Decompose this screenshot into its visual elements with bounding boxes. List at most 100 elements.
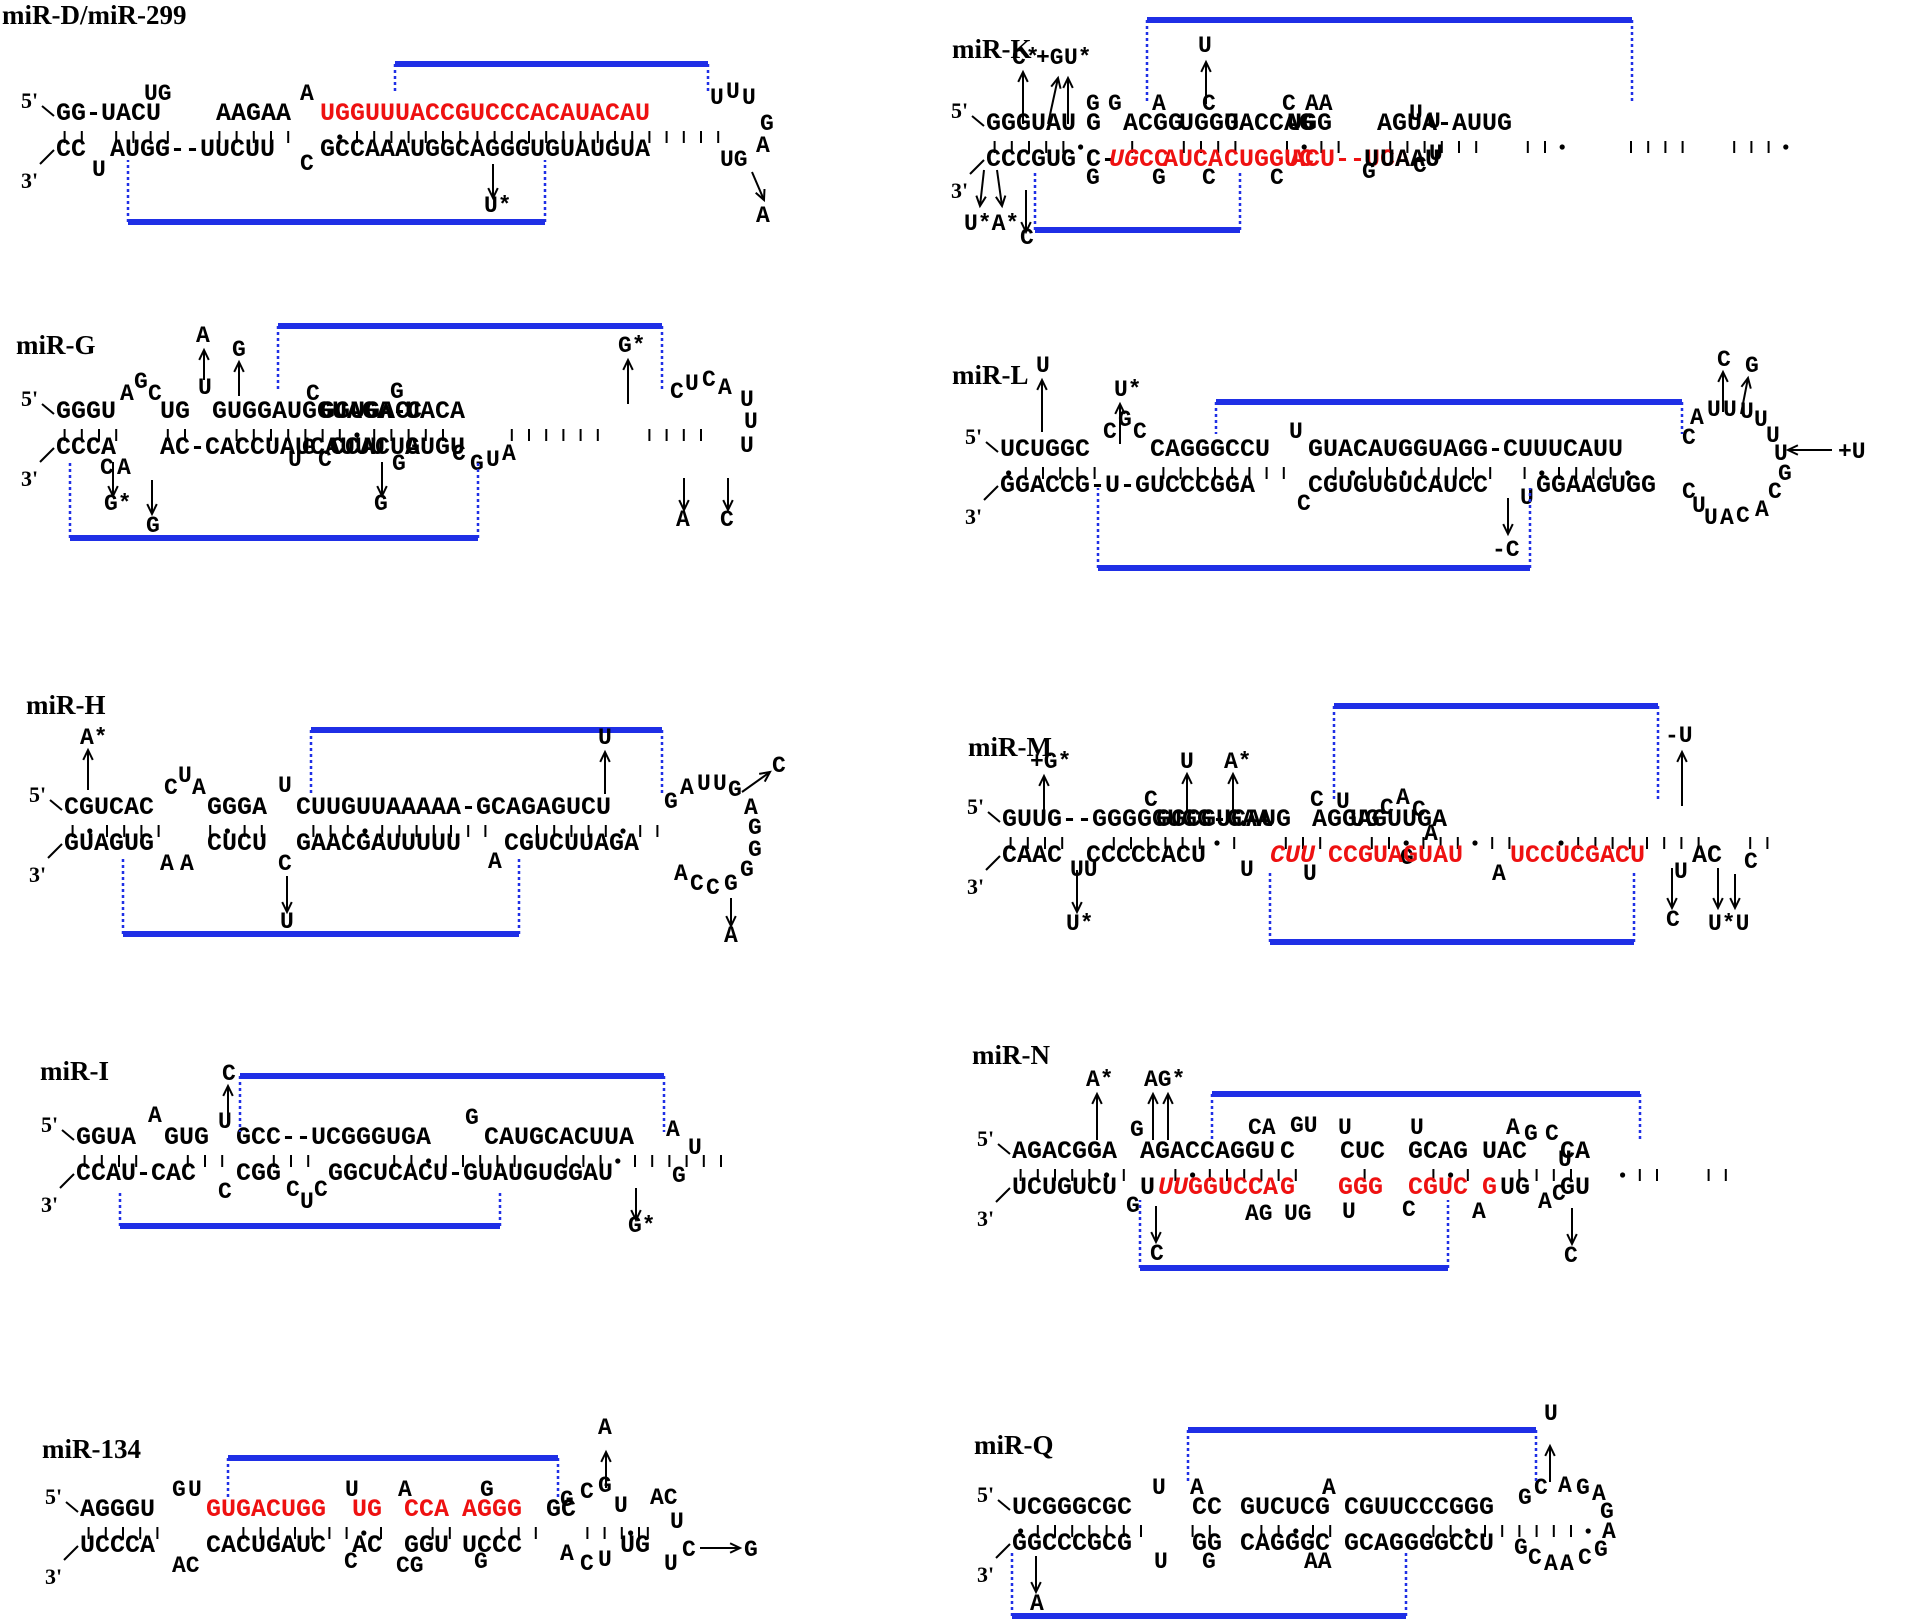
mutation-arrow (1676, 749, 1688, 806)
top-bulge: G (390, 379, 404, 405)
top-strand-segment: CC (1192, 1493, 1222, 1522)
loop-nucleotide: A (1558, 1473, 1572, 1499)
bottom-strand-segment: GGCCCGCG (1012, 1529, 1132, 1558)
bottom-bulge: U (1520, 485, 1534, 511)
five-prime-connector (49, 799, 63, 811)
mutation-arrow (1544, 1443, 1556, 1482)
mutation-label: A (756, 203, 770, 229)
bottom-bulge: AC (172, 1553, 200, 1579)
mutation-arrow (1038, 773, 1050, 814)
wobble-pair-dot (620, 828, 626, 834)
loop-nucleotide: A (674, 861, 688, 887)
bottom-bulge: U (1303, 861, 1317, 887)
three-prime-connector (995, 1543, 1011, 1559)
loop-nucleotide: U (1774, 441, 1788, 467)
arrow-head (1717, 369, 1729, 383)
arrow-head (1666, 897, 1678, 911)
loop-nucleotide: U (1754, 407, 1768, 433)
top-strand-segment: CGUCAC (64, 793, 154, 822)
mutation-arrow (1729, 874, 1741, 911)
three-prime-label: 3' (21, 466, 38, 491)
three-prime-connector (47, 843, 63, 859)
loop-nucleotide: C (1736, 503, 1750, 529)
three-prime-connector (969, 159, 985, 175)
arrow-head (1544, 1443, 1556, 1457)
arrow-shaft (979, 169, 985, 207)
mutation-label: G (744, 1537, 758, 1563)
mutation-label: A* (1086, 1067, 1114, 1093)
wobble-pair-dot (615, 1158, 621, 1164)
mirna-strand: GUGACUGG (206, 1495, 326, 1524)
arrow-shaft (996, 169, 1003, 207)
loop-nucleotide: C (702, 367, 716, 393)
arrow-head (599, 749, 611, 763)
wobble-pair-dot (1214, 840, 1220, 846)
arrow-head (107, 485, 119, 499)
panel-title: miR-M (968, 732, 1052, 762)
arrow-head (1020, 221, 1032, 235)
bottom-strand-segment: CUCU (207, 829, 267, 858)
top-bulge: C (164, 775, 178, 801)
five-prime-label: 5' (965, 424, 982, 449)
bottom-strand-segment: CCCGUG (986, 145, 1076, 174)
bottom-strand-segment: GGACCG-U-GUCCCGGA (1000, 471, 1255, 500)
top-bulge: U (188, 1477, 202, 1503)
top-strand-segment: GACCAG (1224, 109, 1314, 138)
loop-nucleotide: A (1602, 1519, 1616, 1545)
three-prime-connector (985, 855, 1001, 871)
loop-nucleotide: A (744, 795, 758, 821)
wobble-pair-dot (1006, 470, 1012, 476)
mutation-label: +U (1838, 439, 1866, 465)
arrow-head (678, 499, 690, 513)
base-pair-marks (1019, 1169, 1727, 1181)
wobble-pair-dot (1783, 144, 1789, 150)
five-prime-connector (61, 1129, 75, 1141)
italic-nucleotides: UG (1109, 145, 1139, 174)
wobble-pair-dot (1585, 1528, 1591, 1534)
bottom-bulge: AG (1245, 1201, 1273, 1227)
bottom-strand-segment: UG (1500, 1173, 1530, 1202)
top-strand-segment: UGGU (1179, 109, 1239, 138)
arrow-head (1566, 1233, 1578, 1247)
mutation-arrow (1047, 75, 1062, 125)
top-strand-segment: CUUGUUAAAAA-GCAGAGUCU (296, 793, 611, 822)
bottom-bulge: C (1270, 165, 1284, 191)
bottom-strand-segment: CGG (236, 1159, 281, 1188)
mutation-arrow (1666, 868, 1678, 911)
bottom-bulge: C (314, 1177, 328, 1203)
loop-nucleotide: G (1576, 1475, 1590, 1501)
mutation-label: G (1745, 353, 1759, 379)
loop-nucleotide: U (726, 79, 740, 105)
base-pair-marks (87, 1527, 640, 1539)
bottom-bulge: U (92, 157, 106, 183)
bottom-bulge: C (218, 1179, 232, 1205)
bottom-bulge: G (1202, 1549, 1216, 1575)
bottom-strand-segment: CACUGAUC (206, 1531, 326, 1560)
loop-nucleotide: U (486, 447, 500, 473)
mirna-strand: G (1482, 1173, 1497, 1202)
base-pair-marks (71, 825, 659, 837)
mutation-arrow (1162, 1091, 1174, 1140)
arrow-head (1036, 377, 1048, 391)
loop-nucleotide: C (1682, 425, 1696, 451)
top-strand-segment: UAC (1482, 1137, 1527, 1166)
bottom-strand-segment: CGUCUUAGA (504, 829, 639, 858)
five-prime-connector (987, 811, 1001, 823)
mutation-arrow (1147, 1091, 1159, 1140)
top-bulge: A (148, 1103, 162, 1129)
loop-nucleotide: C (670, 379, 684, 405)
panel-title: miR-N (972, 1040, 1050, 1070)
arrow-head (600, 1449, 612, 1463)
bottom-strand-segment: CCAU-CAC (76, 1159, 196, 1188)
loop-nucleotide: G (672, 1163, 686, 1189)
top-bulge: C (1133, 419, 1147, 445)
mutation-arrow (622, 357, 634, 404)
loop-nucleotide: U (1692, 493, 1706, 519)
panel-title: miR-G (16, 330, 95, 360)
top-bulge: U (1410, 1115, 1424, 1141)
five-prime-connector (985, 441, 999, 453)
loop-nucleotide: A (756, 133, 770, 159)
arrow-head (1050, 75, 1062, 89)
loop-nucleotide: G (760, 111, 774, 137)
arrow-head (1676, 749, 1688, 763)
